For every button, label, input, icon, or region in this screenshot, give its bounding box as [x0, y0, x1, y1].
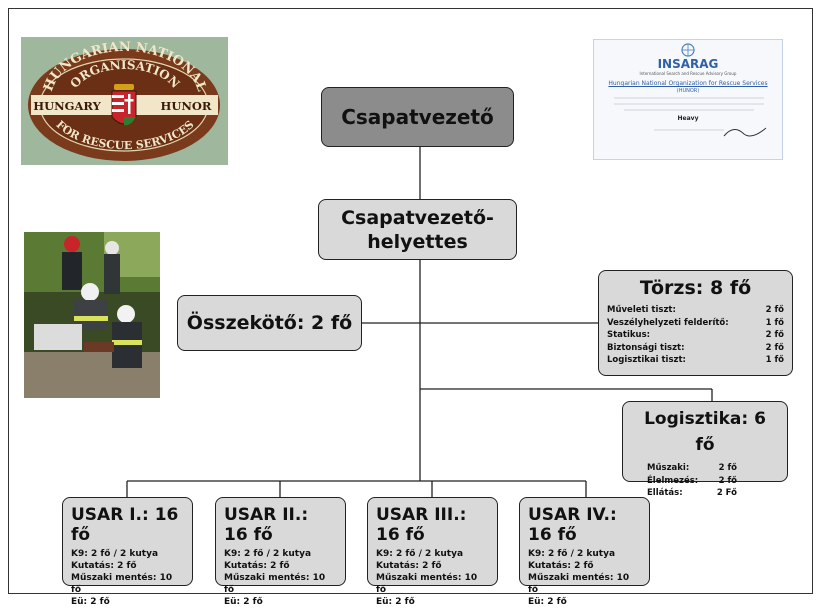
staff-count: 2 fő [765, 342, 784, 353]
logo-left-text: HUNGARY [33, 99, 101, 113]
cert-subtitle: International Search and Rescue Advisory… [639, 71, 737, 76]
usar-team-1: USAR I.: 16 fő K9: 2 fő / 2 kutya Kutatá… [62, 497, 193, 607]
staff-role: Biztonsági tiszt: [607, 342, 685, 353]
logistics-count: 2 fő [718, 463, 737, 473]
usar-line: Kutatás: 2 fő [528, 561, 594, 571]
staff-box: Törzs: 8 fő Műveleti tiszt: 2 fő Veszélyh… [598, 270, 793, 376]
cert-org: INSARAG [657, 57, 719, 71]
staff-role: Statikus: [607, 330, 651, 340]
usar-line: Műszaki mentés: 10 fő [376, 573, 478, 595]
team-leader-label: Csapatvezető [341, 105, 494, 129]
usar-line: Kutatás: 2 fő [224, 561, 290, 571]
usar-title: USAR III.: 16 fő [376, 505, 467, 545]
cert-recipient: Hungarian National Organization for Resc… [608, 80, 768, 87]
staff-row: Biztonsági tiszt: 2 fő [607, 342, 784, 355]
usar-line: K9: 2 fő / 2 kutya [224, 549, 312, 559]
usar-line: K9: 2 fő / 2 kutya [71, 549, 159, 559]
usar-line: Eü: 2 fő [528, 597, 567, 607]
usar-line: Eü: 2 fő [71, 597, 110, 607]
usar-line: Műszaki mentés: 10 fő [224, 573, 326, 595]
deputy-box: Csapatvezető- helyettes [318, 199, 517, 260]
liaison-box: Összekötő: 2 fő [177, 295, 362, 351]
page-frame [8, 8, 813, 594]
staff-role: Műveleti tiszt: [607, 305, 676, 315]
usar-line: Kutatás: 2 fő [71, 561, 137, 571]
usar-line: K9: 2 fő / 2 kutya [528, 549, 616, 559]
logistics-rows: Műszaki: 2 fő Élelmezés: 2 fő Ellátás: 2 Fő [647, 462, 737, 500]
staff-count: 1 fő [765, 355, 784, 365]
staff-title: Törzs: 8 fő [639, 277, 752, 299]
staff-count: 2 fő [765, 305, 784, 315]
logistics-row: Műszaki: 2 fő [647, 462, 737, 475]
logistics-role: Élelmezés: [647, 475, 699, 486]
usar-title: USAR II.: 16 fő [224, 505, 309, 545]
staff-role: Veszélyhelyzeti felderítő: [607, 317, 729, 328]
usar-team-3: USAR III.: 16 fő K9: 2 fő / 2 kutya Kuta… [367, 497, 498, 607]
rescue-team-photo [24, 232, 160, 398]
usar-line: Műszaki mentés: 10 fő [528, 573, 630, 595]
logo-right-text: HUNOR [161, 99, 212, 113]
usar-line: Eü: 2 fő [376, 597, 415, 607]
usar-team-4: USAR IV.: 16 fő K9: 2 fő / 2 kutya Kutat… [519, 497, 650, 607]
logistics-role: Ellátás: [647, 488, 683, 498]
cert-level: Heavy [677, 115, 699, 122]
team-leader-box: Csapatvezető [321, 87, 514, 147]
usar-line: Kutatás: 2 fő [376, 561, 442, 571]
logistics-count: 2 fő [718, 475, 737, 486]
cert-recipient-short: (HUNOR) [676, 88, 700, 94]
logistics-row: Élelmezés: 2 fő [647, 475, 737, 488]
staff-count: 2 fő [765, 330, 784, 340]
logistics-row: Ellátás: 2 Fő [647, 487, 737, 500]
un-emblem-icon [614, 43, 767, 137]
staff-row: Statikus: 2 fő [607, 329, 784, 342]
hunor-logo: HUNGARIAN NATIONAL ORGANISATION HUNGARY … [21, 37, 228, 165]
staff-row: Logisztikai tiszt: 1 fő [607, 354, 784, 367]
deputy-label-line1: Csapatvezető- [341, 206, 494, 229]
logistics-role: Műszaki: [647, 463, 690, 473]
insarag-certificate: INSARAG International Search and Rescue … [593, 39, 783, 160]
staff-row: Műveleti tiszt: 2 fő [607, 304, 784, 317]
staff-rows: Műveleti tiszt: 2 fő Veszélyhelyzeti feld… [607, 304, 784, 367]
usar-title: USAR I.: 16 fő [71, 505, 179, 545]
usar-team-2: USAR II.: 16 fő K9: 2 fő / 2 kutya Kutat… [215, 497, 346, 607]
signature-icon [723, 127, 767, 137]
staff-role: Logisztikai tiszt: [607, 355, 686, 365]
usar-line: K9: 2 fő / 2 kutya [376, 549, 464, 559]
staff-row: Veszélyhelyzeti felderítő: 1 fő [607, 317, 784, 330]
logistics-count: 2 Fő [716, 488, 737, 498]
usar-line: Műszaki mentés: 10 fő [71, 573, 173, 595]
usar-title: USAR IV.: 16 fő [528, 505, 617, 545]
deputy-label-line2: helyettes [367, 230, 468, 253]
usar-line: Eü: 2 fő [224, 597, 263, 607]
staff-count: 1 fő [765, 317, 784, 328]
logistics-title: Logisztika: 6 fő [644, 409, 766, 455]
coat-of-arms-icon [111, 84, 137, 126]
liaison-label: Összekötő: 2 fő [186, 312, 353, 334]
logistics-box: Logisztika: 6 fő Műszaki: 2 fő Élelmezés:… [622, 401, 788, 498]
